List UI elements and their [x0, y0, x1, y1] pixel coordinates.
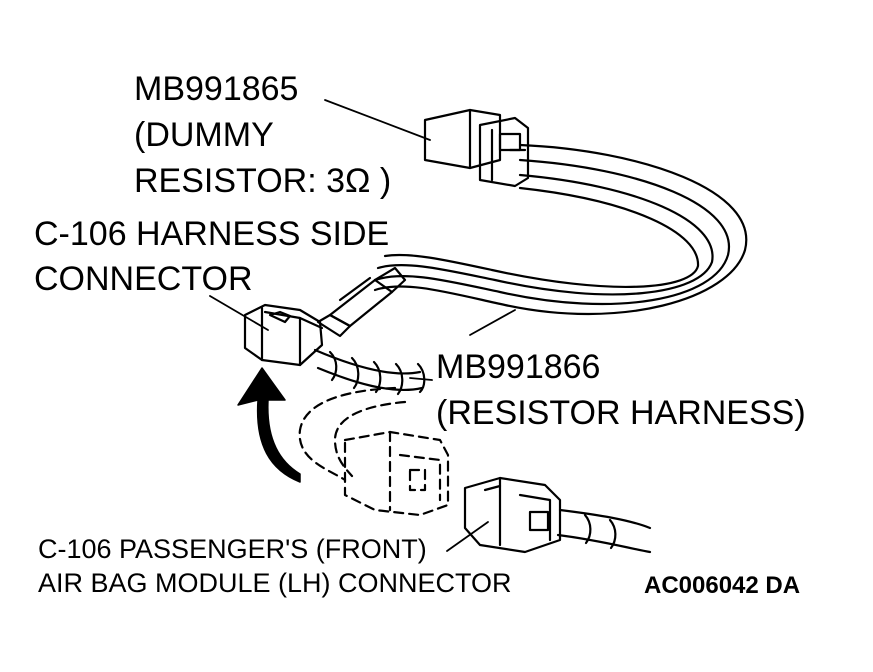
dummy-resistor-name: (DUMMY — [134, 116, 274, 154]
harness-side-connector-label-line2: CONNECTOR — [34, 260, 253, 298]
resistor-harness-cable — [373, 143, 748, 316]
probe-pins — [316, 266, 407, 338]
dummy-resistor-part-number: MB991865 — [134, 70, 299, 108]
original-connector-position — [298, 386, 450, 517]
vehicle-wiring-harness — [313, 348, 426, 396]
harness-side-connector-label-line1: C-106 HARNESS SIDE — [34, 215, 390, 253]
harness-side-connector — [243, 303, 324, 367]
dummy-resistor-value: RESISTOR: 3Ω ) — [134, 162, 392, 200]
leader-lines — [209, 99, 516, 552]
connect-direction-arrow — [237, 367, 301, 483]
air-bag-module-connector-label-line2: AIR BAG MODULE (LH) CONNECTOR — [38, 568, 512, 598]
resistor-harness-name: (RESISTOR HARNESS) — [436, 394, 806, 432]
air-bag-module-connector — [463, 476, 652, 554]
figure-code: AC006042 DA — [644, 572, 801, 599]
resistor-harness-part-number: MB991866 — [436, 348, 601, 386]
dummy-resistor-connector — [423, 108, 530, 188]
air-bag-module-connector-label-line1: C-106 PASSENGER'S (FRONT) — [38, 534, 427, 564]
